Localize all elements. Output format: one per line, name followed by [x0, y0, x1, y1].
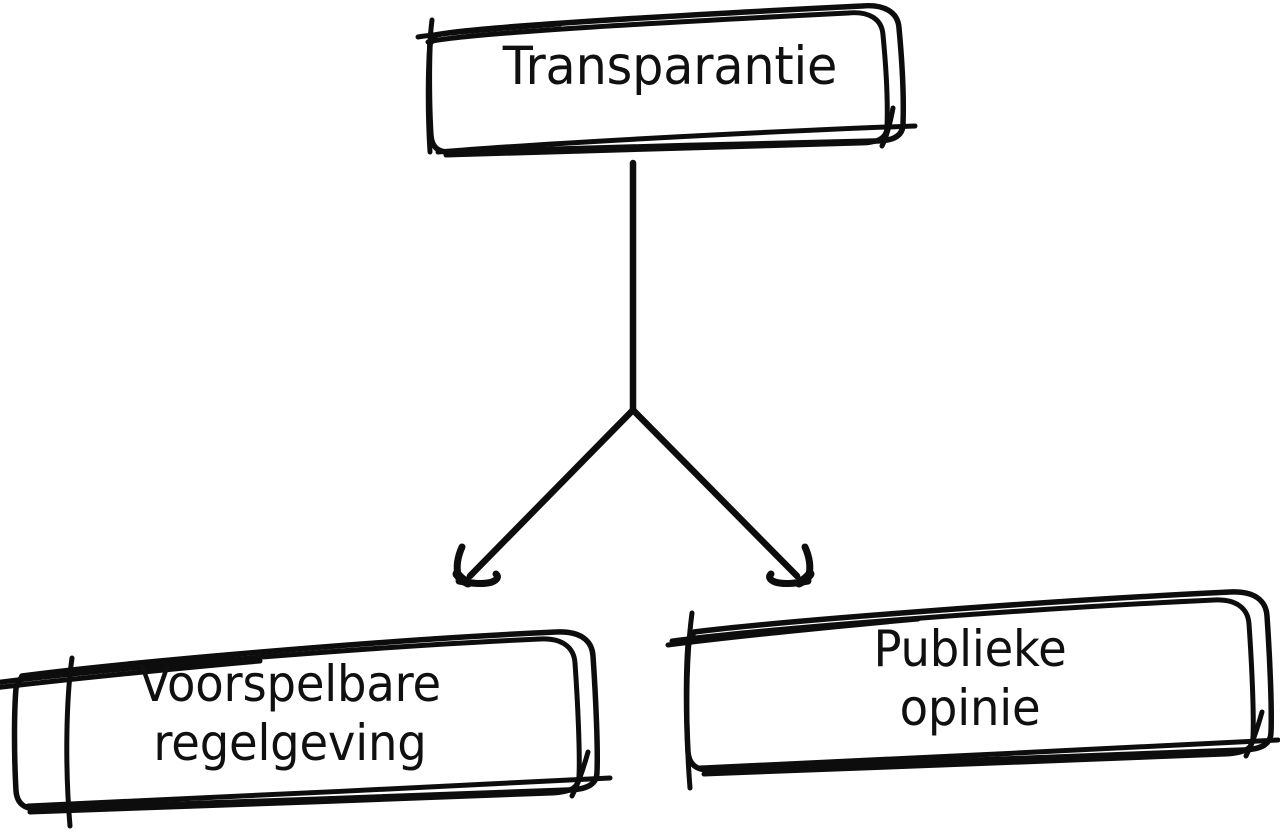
node-label-publieke-opinie: Publieke opinie [873, 620, 1067, 737]
arrow-head-right-icon [766, 543, 815, 588]
arrow-head-left-icon [452, 543, 501, 588]
edge-transparantie-voorspelbare [466, 159, 637, 580]
edge-transparantie-publieke [629, 406, 801, 580]
node-box-publieke-opinie[interactable] [665, 589, 1280, 791]
node-box-transparantie[interactable] [415, 2, 918, 158]
node-box-voorspelbare-regelgeving[interactable] [0, 629, 613, 829]
node-label-transparantie: Transparantie [502, 36, 838, 97]
node-label-voorspelbare-regelgeving: Voorspelbare regelgeving [139, 655, 441, 772]
